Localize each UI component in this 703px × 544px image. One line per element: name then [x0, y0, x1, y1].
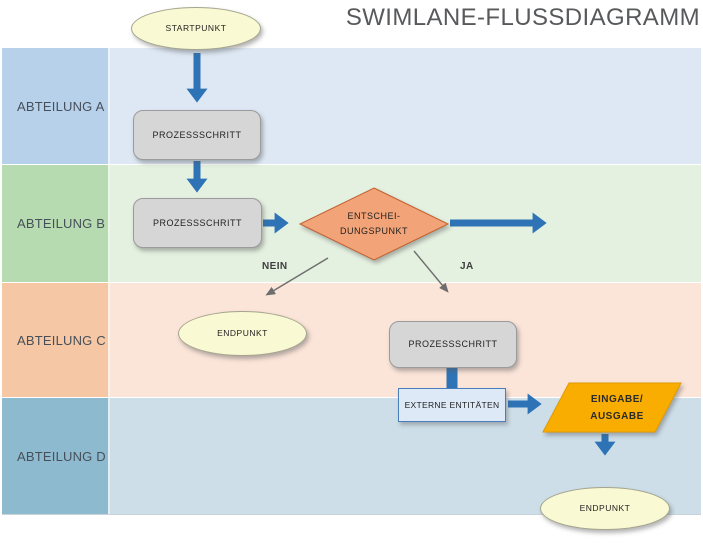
- node-prozessschritt-a: PROZESSSCHRITT: [133, 110, 261, 160]
- node-prozessschritt-a-label: PROZESSSCHRITT: [152, 129, 242, 140]
- node-prozessschritt-c: PROZESSSCHRITT: [389, 321, 517, 368]
- swimlane-abteilung-c: ABTEILUNG C: [2, 283, 701, 398]
- lane-label-abteilung-c: ABTEILUNG C: [2, 283, 110, 397]
- io-label-line1: EINGABE/: [590, 393, 644, 405]
- node-startpunkt: STARTPUNKT: [131, 7, 261, 50]
- node-endpunkt-d-label: ENDPUNKT: [579, 503, 631, 513]
- node-endpunkt-c: ENDPUNKT: [178, 311, 307, 356]
- lane-label-abteilung-d: ABTEILUNG D: [2, 398, 110, 514]
- decision-diamond-shape: [298, 187, 450, 261]
- io-parallelogram-shape: [542, 382, 682, 433]
- edge-label-ja: JA: [460, 261, 474, 272]
- decision-label-line1: ENTSCHEI-: [347, 211, 401, 221]
- node-prozessschritt-b-label: PROZESSSCHRITT: [152, 217, 242, 228]
- edge-label-nein: NEIN: [262, 261, 288, 272]
- lane-label-abteilung-b: ABTEILUNG B: [2, 165, 110, 282]
- node-entscheidungspunkt: ENTSCHEI- DUNGSPUNKT: [297, 186, 451, 262]
- node-externe-entitaeten-label: EXTERNE ENTITÄTEN: [404, 399, 500, 410]
- node-eingabe-ausgabe-label: EINGABE/ AUSGABE: [580, 391, 644, 425]
- node-entscheidungspunkt-label: ENTSCHEI- DUNGSPUNKT: [340, 209, 408, 239]
- io-label-line2: AUSGABE: [590, 410, 644, 422]
- page-title: SWIMLANE-FLUSSDIAGRAMM: [345, 4, 700, 31]
- node-endpunkt-d: ENDPUNKT: [540, 487, 670, 530]
- node-endpunkt-c-label: ENDPUNKT: [217, 328, 268, 338]
- decision-label-line2: DUNGSPUNKT: [339, 226, 408, 236]
- node-prozessschritt-c-label: PROZESSSCHRITT: [408, 339, 498, 349]
- node-eingabe-ausgabe: EINGABE/ AUSGABE: [541, 382, 683, 433]
- lane-label-abteilung-a: ABTEILUNG A: [2, 48, 110, 164]
- swimlane-abteilung-a: ABTEILUNG A: [2, 48, 701, 165]
- node-prozessschritt-b: PROZESSSCHRITT: [133, 198, 262, 248]
- node-externe-entitaeten: EXTERNE ENTITÄTEN: [398, 388, 506, 422]
- node-startpunkt-label: STARTPUNKT: [165, 23, 227, 33]
- swimlane-container: ABTEILUNG A ABTEILUNG B ABTEILUNG C ABTE…: [2, 48, 701, 515]
